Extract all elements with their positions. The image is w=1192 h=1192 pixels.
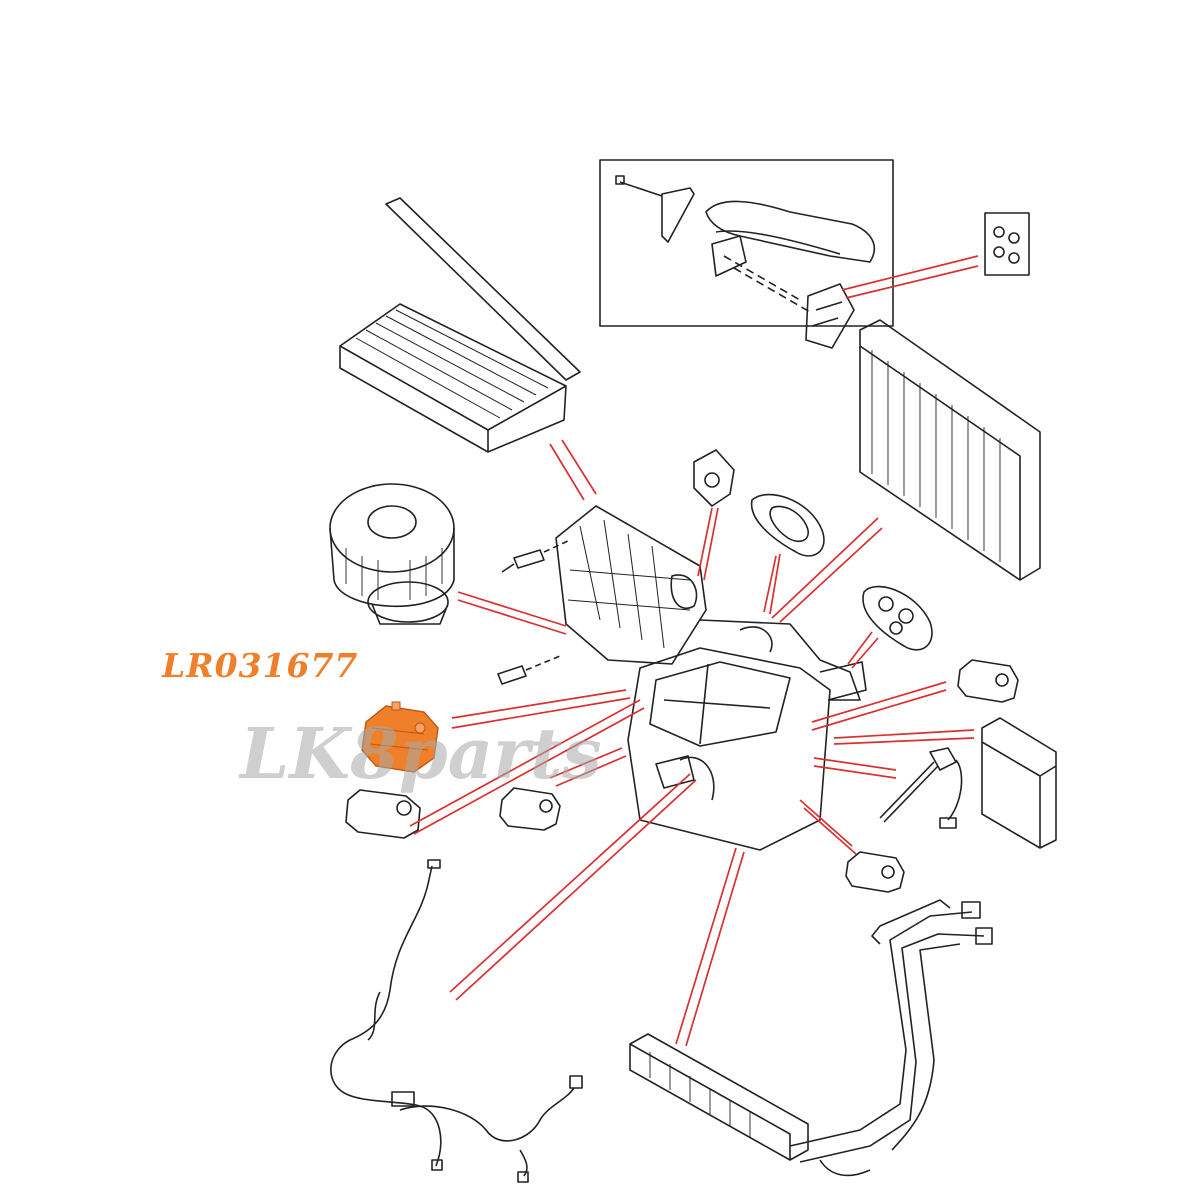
o-ring-kit-box — [984, 212, 1030, 276]
hvac-intake-housing — [555, 505, 707, 665]
duct-seal-upper — [750, 493, 825, 557]
temperature-sensor — [879, 747, 963, 829]
cabin-air-filter — [339, 197, 581, 453]
heater-core — [629, 1033, 809, 1161]
duct-seal-lower — [862, 585, 933, 651]
expansion-valve — [805, 283, 855, 349]
recirc-door-actuator — [345, 789, 421, 839]
temp-door-actuator-lower-right — [845, 851, 905, 893]
climate-control-module — [981, 717, 1057, 849]
hvac-main-housing — [627, 619, 867, 851]
housing-screw-upper — [501, 539, 571, 573]
leader-lines — [409, 255, 979, 1047]
air-distribution-actuator — [693, 449, 735, 507]
evaporator-core — [859, 319, 1041, 581]
pipe-assembly-inset — [599, 159, 894, 327]
mode-door-actuator — [499, 787, 561, 831]
blower-motor — [329, 483, 455, 625]
wiring-harness — [330, 859, 583, 1183]
housing-screw-lower — [497, 655, 561, 685]
heater-pipes — [789, 899, 993, 1177]
part-number-label: LR031677 — [162, 646, 359, 685]
blend-door-actuator-icon — [361, 701, 439, 773]
temp-door-actuator-upper-right — [957, 659, 1019, 703]
